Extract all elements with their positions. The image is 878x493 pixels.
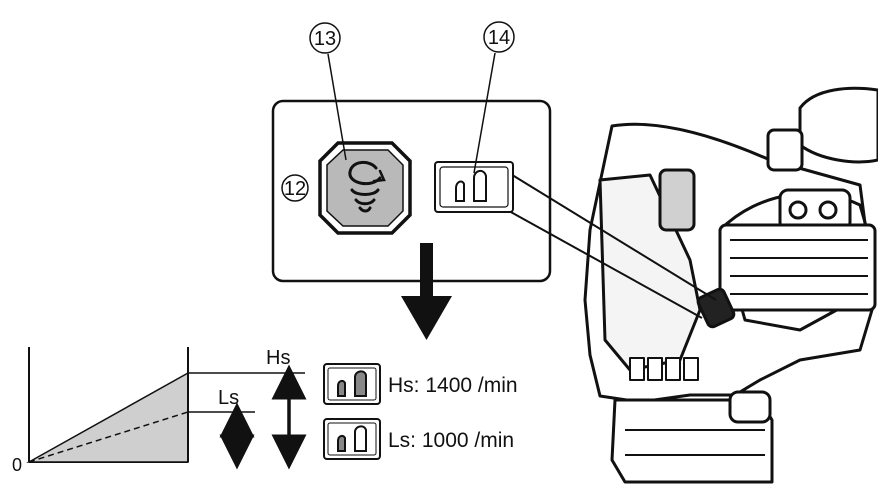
- speed-bars-icon: [455, 170, 487, 202]
- speed-low-item: Ls: 1000 /min: [323, 418, 514, 460]
- rotation-mode-button[interactable]: [318, 141, 412, 235]
- svg-text:14: 14: [488, 27, 510, 49]
- speed-low-text: Ls: 1000 /min: [388, 429, 514, 452]
- speed-high-text: Hs: 1400 /min: [388, 374, 518, 397]
- speed-bars-icon: [337, 370, 367, 397]
- speed-graph: 0 Hs Ls: [12, 347, 307, 475]
- svg-text:12: 12: [284, 178, 306, 200]
- callout-14: 14: [473, 21, 515, 174]
- svg-text:13: 13: [314, 28, 336, 50]
- hs-label: Hs: [266, 347, 290, 369]
- speed-high-item: Hs: 1400 /min: [323, 363, 518, 405]
- callout-13: 13: [309, 22, 347, 161]
- speed-legend: Hs: 1400 /min Ls: 1000 /min: [323, 363, 518, 460]
- ls-label: Ls: [218, 387, 239, 409]
- callout-12: 12: [281, 174, 309, 202]
- rotary-hammer-drill-icon: [583, 86, 878, 484]
- speed-bars-icon: [337, 425, 367, 452]
- switch-panel: 12 13 14: [271, 21, 717, 319]
- origin-label: 0: [12, 455, 22, 475]
- rotation-spiral-icon: [348, 161, 386, 213]
- down-arrow-icon: [401, 243, 452, 340]
- speed-mode-button[interactable]: [434, 161, 514, 213]
